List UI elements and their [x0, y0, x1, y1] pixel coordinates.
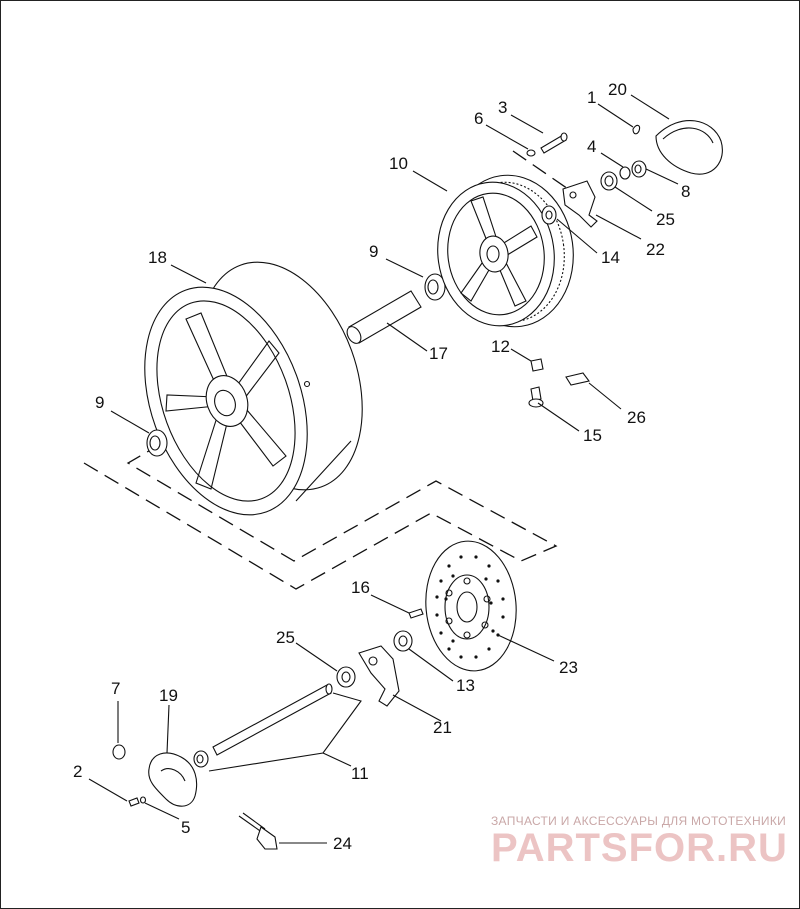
- label-2: 2: [73, 762, 82, 781]
- leader-lines: [88, 94, 679, 844]
- label-24: 24: [333, 834, 352, 853]
- label-18: 18: [148, 248, 167, 267]
- washer-4: [619, 166, 631, 180]
- label-20: 20: [608, 80, 627, 99]
- axle-cover-19: [148, 752, 198, 807]
- label-19: 19: [159, 686, 178, 705]
- label-11: 11: [351, 764, 369, 783]
- label-21: 21: [433, 718, 452, 737]
- label-26: 26: [627, 408, 646, 427]
- washer-6: [526, 149, 536, 157]
- label-17: 17: [429, 344, 448, 363]
- cotter-pin-1: [632, 124, 641, 135]
- watermark-tagline: ЗАПЧАСТИ И АКСЕССУАРЫ ДЛЯ МОТОТЕХНИКИ: [491, 814, 786, 828]
- label-10: 10: [389, 154, 408, 173]
- part-labels: 1 20 3 6 4 8 10 25 22 14 18 9 17 12 26 1…: [73, 80, 690, 853]
- wheel-bearing-right: [424, 273, 446, 301]
- nut-7: [112, 744, 126, 760]
- label-14: 14: [601, 248, 620, 267]
- rotor-bolt-16: [408, 608, 424, 619]
- label-4: 4: [587, 137, 596, 156]
- brake-rotor: [425, 540, 517, 672]
- axle-spacer: [346, 290, 422, 344]
- label-9-left: 9: [95, 393, 104, 412]
- label-3: 3: [498, 98, 507, 117]
- label-6: 6: [474, 109, 483, 128]
- wheel-bearing-left: [146, 429, 168, 457]
- label-23: 23: [559, 658, 578, 677]
- spacer-25-bottom: [336, 666, 356, 688]
- caliper-bracket-22: [562, 180, 598, 228]
- spacer-25-top: [600, 171, 618, 191]
- rear-belt-sprocket: [437, 174, 574, 328]
- rear-wheel: [144, 261, 363, 516]
- watermark: ЗАПЧАСТИ И АКСЕССУАРЫ ДЛЯ МОТОТЕХНИКИ PA…: [491, 814, 788, 870]
- label-25-bottom: 25: [276, 628, 295, 647]
- assembly-outline: [83, 440, 558, 590]
- watermark-brand: PARTSFOR.RU: [491, 826, 788, 870]
- label-9-top: 9: [369, 242, 378, 261]
- label-7: 7: [111, 679, 120, 698]
- rear-axle: [212, 683, 333, 756]
- label-16: 16: [351, 578, 370, 597]
- valve-stem-15: [528, 386, 544, 408]
- adjuster-bolt-24: [238, 812, 278, 850]
- cap-12: [530, 358, 544, 372]
- label-12: 12: [491, 337, 510, 356]
- axle-callout: [208, 692, 362, 772]
- label-15: 15: [583, 426, 602, 445]
- bolt-3: [540, 132, 568, 154]
- axle-nut-left: [193, 750, 209, 768]
- label-8: 8: [681, 182, 690, 201]
- axle-nut-8: [631, 160, 647, 178]
- spacer-14: [541, 205, 557, 225]
- label-1: 1: [587, 88, 596, 107]
- screw-2: [128, 797, 140, 807]
- label-13: 13: [456, 676, 475, 695]
- caliper-bracket-21: [358, 645, 400, 707]
- label-25-top: 25: [656, 210, 675, 229]
- washer-5: [139, 796, 147, 804]
- label-5: 5: [181, 818, 190, 837]
- label-22: 22: [646, 240, 665, 259]
- balance-weight-26: [565, 372, 590, 386]
- spacer-13: [393, 630, 413, 652]
- caliper-cover-20: [655, 120, 723, 175]
